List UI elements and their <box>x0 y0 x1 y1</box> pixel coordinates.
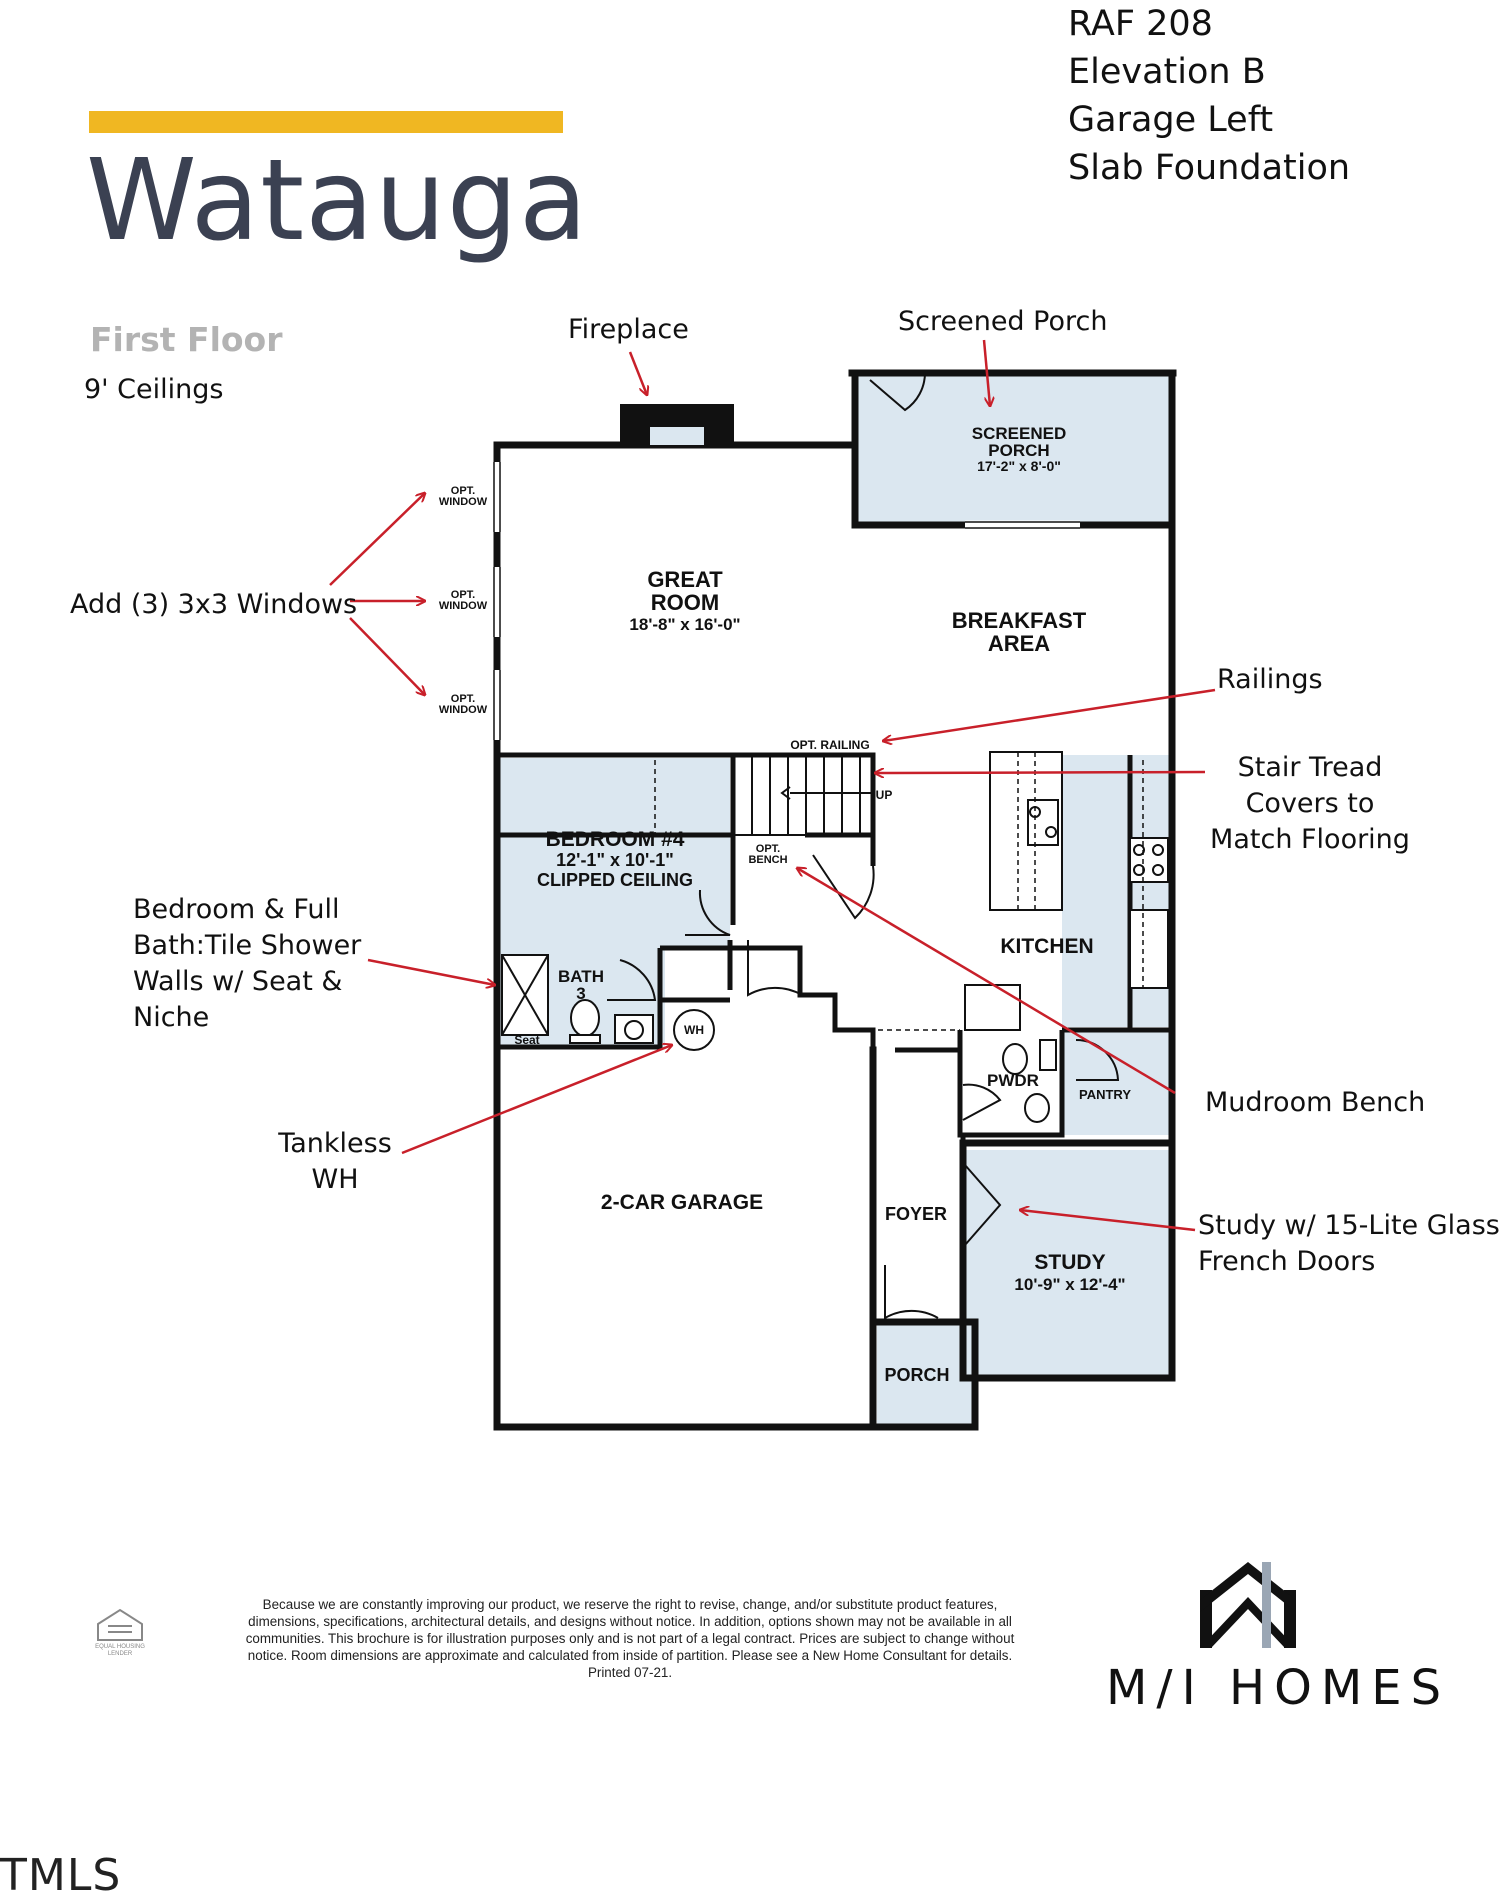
opt-bench-label: OPT. <box>756 843 780 855</box>
opt-window-label: WINDOW <box>439 496 488 508</box>
stairs <box>732 753 874 836</box>
callout-line: Match Flooring <box>1210 824 1410 855</box>
callout-line: French Doors <box>1198 1246 1376 1277</box>
railings-arrow <box>883 688 1216 741</box>
room-dimension: 18'-8" x 16'-0" <box>629 615 740 634</box>
kitchen-dashed-lines <box>654 752 1144 1031</box>
brand-logo-icon <box>1200 1562 1296 1648</box>
room-label: 2-CAR GARAGE <box>601 1191 763 1214</box>
opt-railing-label: OPT. RAILING <box>790 738 869 752</box>
window-arrow <box>349 617 425 695</box>
callout-study: Study w/ 15-Lite Glass French Doors <box>1198 1208 1500 1280</box>
callout-line: Stair Tread <box>1237 752 1383 783</box>
room-dimension: 10'-9" x 12'-4" <box>1014 1275 1125 1294</box>
info-line: Garage Left <box>1068 100 1274 140</box>
room-label: BEDROOM #4 <box>546 828 685 851</box>
floor-plan: SCREENED PORCH 17'-2" x 8'-0" GREAT ROOM… <box>95 339 1296 1657</box>
porch-fill <box>877 1322 975 1429</box>
pantry-fill <box>1062 1032 1170 1135</box>
study-arrow <box>1020 1210 1196 1232</box>
room-label: PORCH <box>884 1365 949 1385</box>
equal-housing-text: EQUAL HOUSING <box>95 1644 145 1650</box>
equal-housing-text: LENDER <box>108 1651 133 1657</box>
window-openings <box>492 462 1080 740</box>
mls-watermark: TMLS <box>0 1850 122 1901</box>
stair-up-label: UP <box>876 788 893 802</box>
ceiling-note: 9' Ceilings <box>84 374 224 405</box>
disclaimer: Because we are constantly improving our … <box>245 1597 1015 1680</box>
room-label: CLIPPED CEILING <box>537 870 693 890</box>
fireplace-arrow <box>628 351 647 395</box>
room-label: GREAT <box>647 567 723 592</box>
callout-railings: Railings <box>1217 664 1323 695</box>
mudroom-arrow <box>797 868 1176 1095</box>
callout-screened-porch: Screened Porch <box>898 306 1108 337</box>
room-label: BREAKFAST <box>952 608 1087 633</box>
callout-windows: Add (3) 3x3 Windows <box>70 589 358 620</box>
stair-tread-arrow <box>875 772 1206 773</box>
window-marks <box>493 462 1080 740</box>
room-label: 3 <box>576 984 585 1003</box>
room-dimension: 17'-2" x 8'-0" <box>977 458 1061 474</box>
room-label: ROOM <box>651 590 719 615</box>
callout-line: Study w/ 15-Lite Glass <box>1198 1210 1500 1241</box>
floor-label: First Floor <box>90 320 283 359</box>
room-label: BATH <box>558 967 604 986</box>
room-label: PWDR <box>987 1071 1039 1090</box>
room-labels: SCREENED PORCH 17'-2" x 8'-0" GREAT ROOM… <box>439 424 1131 1385</box>
callout-line: Bedroom & Full <box>133 894 340 925</box>
exterior-walls <box>493 369 1177 1431</box>
callout-stair-tread: Stair Tread Covers to Match Flooring <box>1210 750 1410 858</box>
room-label: AREA <box>988 631 1050 656</box>
callout-bedroom-bath: Bedroom & Full Bath:Tile Shower Walls w/… <box>133 892 361 1036</box>
bath-fixtures <box>501 954 1057 1123</box>
seat-label: Seat <box>514 1033 539 1047</box>
callout-line: Walls w/ Seat & <box>133 966 343 997</box>
kitchen-fixtures <box>964 751 1169 1031</box>
opt-bench-label: BENCH <box>748 854 787 866</box>
callout-arrows <box>329 339 1216 1232</box>
room-label: STUDY <box>1034 1251 1105 1274</box>
callout-mudroom: Mudroom Bench <box>1205 1087 1426 1118</box>
opt-window-label: OPT. <box>451 485 475 497</box>
opt-window-label: OPT. <box>451 693 475 705</box>
room-label: PORCH <box>988 441 1049 460</box>
callout-line: Tankless <box>278 1128 392 1159</box>
fireplace-hearth <box>650 427 704 445</box>
study-fill <box>965 1150 1170 1376</box>
screened-porch-arrow <box>982 339 990 406</box>
info-line: Elevation B <box>1068 52 1266 92</box>
screened-porch-fill <box>855 373 1173 523</box>
callout-fireplace: Fireplace <box>568 314 689 345</box>
bedroom-bath-arrow <box>367 958 495 985</box>
brand-name: M/I HOMES <box>1106 1660 1451 1716</box>
info-line: RAF 208 <box>1068 4 1213 44</box>
bedroom-fill <box>500 758 730 948</box>
callout-line: Niche <box>133 1002 210 1033</box>
opt-window-label: WINDOW <box>439 704 488 716</box>
room-label: KITCHEN <box>1000 935 1093 958</box>
room-label: SCREENED <box>972 424 1066 443</box>
accent-bar <box>89 111 563 133</box>
tankless-arrow <box>401 1045 672 1155</box>
room-dimension: 12'-1" x 10'-1" <box>556 850 674 870</box>
opt-window-label: WINDOW <box>439 600 488 612</box>
wh-label: WH <box>684 1023 704 1037</box>
plan-info: RAF 208 Elevation B Garage Left Slab Fou… <box>1068 0 1350 192</box>
info-line: Slab Foundation <box>1068 148 1351 188</box>
room-label: PANTRY <box>1079 1087 1131 1102</box>
window-arrow <box>329 493 425 586</box>
callout-tankless: Tankless WH <box>270 1126 400 1198</box>
opt-window-label: OPT. <box>451 589 475 601</box>
room-label: FOYER <box>885 1204 947 1224</box>
plan-title: Watauga <box>86 136 589 266</box>
equal-housing-icon <box>97 1608 143 1641</box>
callout-line: Covers to <box>1245 788 1375 819</box>
callout-line: Bath:Tile Shower <box>133 930 362 961</box>
callout-line: WH <box>311 1164 359 1195</box>
